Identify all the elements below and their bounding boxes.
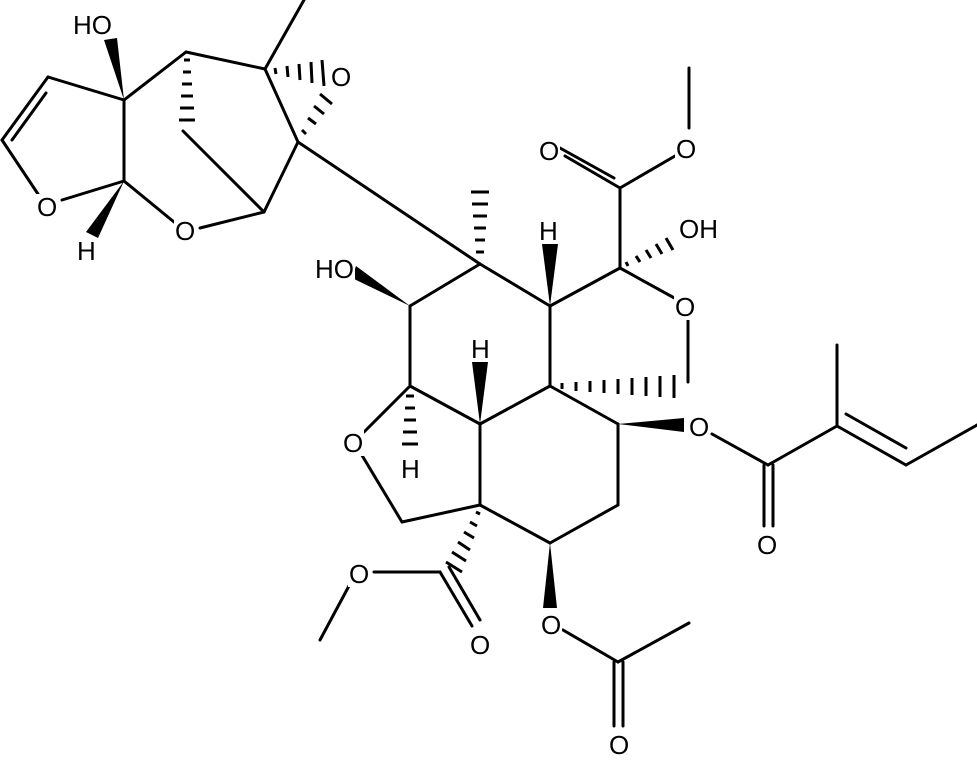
atom-label-ho: HO (72, 10, 113, 40)
wedge-bond (542, 244, 558, 306)
hash-bond-methyl (471, 190, 489, 254)
wedge-bond (352, 266, 410, 306)
atom-label-ho: HO (314, 254, 355, 284)
hash-bond-oh (624, 237, 675, 267)
atom-label-o: O (348, 559, 371, 589)
atom-label-o: O (540, 610, 563, 640)
atom-label-o: O (675, 134, 698, 164)
atom-label-o: O (674, 292, 697, 322)
wedge-bond (86, 181, 124, 238)
wedge-bond (472, 362, 488, 424)
atom-label-o: O (538, 136, 561, 166)
atom-label-o: O (688, 412, 711, 442)
atom-label-h: H (538, 216, 559, 246)
atom-label-o: O (756, 530, 779, 560)
hash-bond-epoxide (273, 59, 333, 136)
atom-label-h: H (470, 334, 491, 364)
atom-label-h: H (400, 454, 421, 484)
wedge-bond (104, 38, 124, 100)
atom-label-o: O (174, 216, 197, 246)
atom-label-h: H (76, 236, 97, 266)
hash-bond-ch2 (560, 375, 676, 398)
wedge-bond (543, 543, 557, 608)
hash-bond-h6 (402, 394, 418, 446)
hash-bond-ester (445, 510, 481, 574)
atom-label-o: O (608, 730, 631, 760)
atom-label-oh: OH (678, 214, 719, 244)
atom-label-o: O (330, 62, 353, 92)
atom-label-o: O (469, 630, 492, 660)
atom-label-o: O (36, 192, 59, 222)
atom-label-o: O (342, 428, 365, 458)
hash-bond (179, 58, 195, 122)
wedge-bond (618, 418, 684, 432)
